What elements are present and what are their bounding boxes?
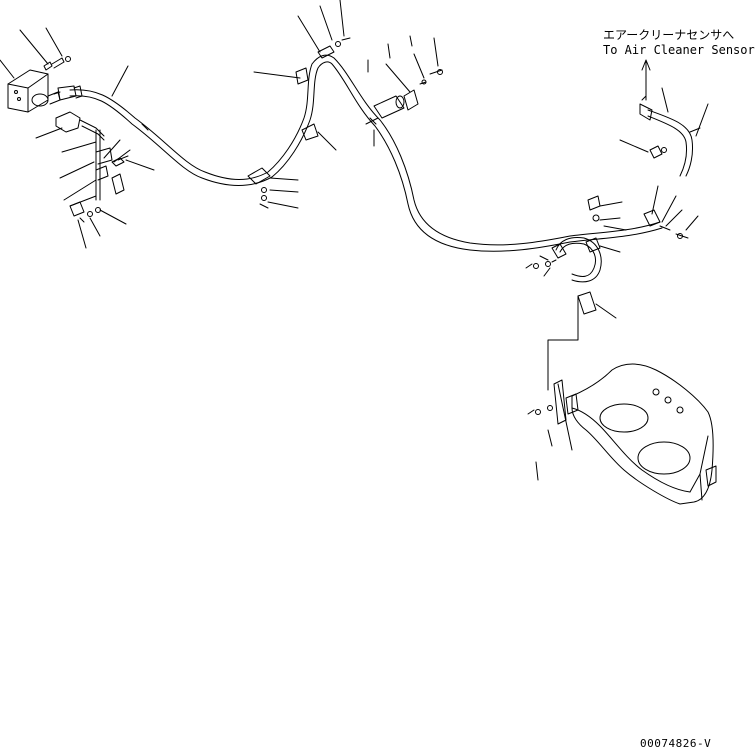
sensor-hose — [639, 95, 701, 177]
hose-sleeve — [373, 69, 443, 119]
drawing-number: 00074826-V — [640, 737, 712, 750]
floor-plate — [565, 363, 717, 505]
bracket-assembly — [55, 111, 129, 223]
main-harness — [69, 54, 663, 252]
support-bracket — [547, 291, 617, 451]
callout-english-label: To Air Cleaner Sensor — [603, 43, 755, 57]
callout-japanese-label: エアークリーナセンサへ — [603, 28, 735, 42]
harness-clamps — [247, 67, 319, 209]
sensor-box — [7, 69, 61, 113]
harness-connector — [53, 85, 83, 101]
harness-loop — [551, 237, 602, 283]
right-clamps — [587, 195, 689, 239]
